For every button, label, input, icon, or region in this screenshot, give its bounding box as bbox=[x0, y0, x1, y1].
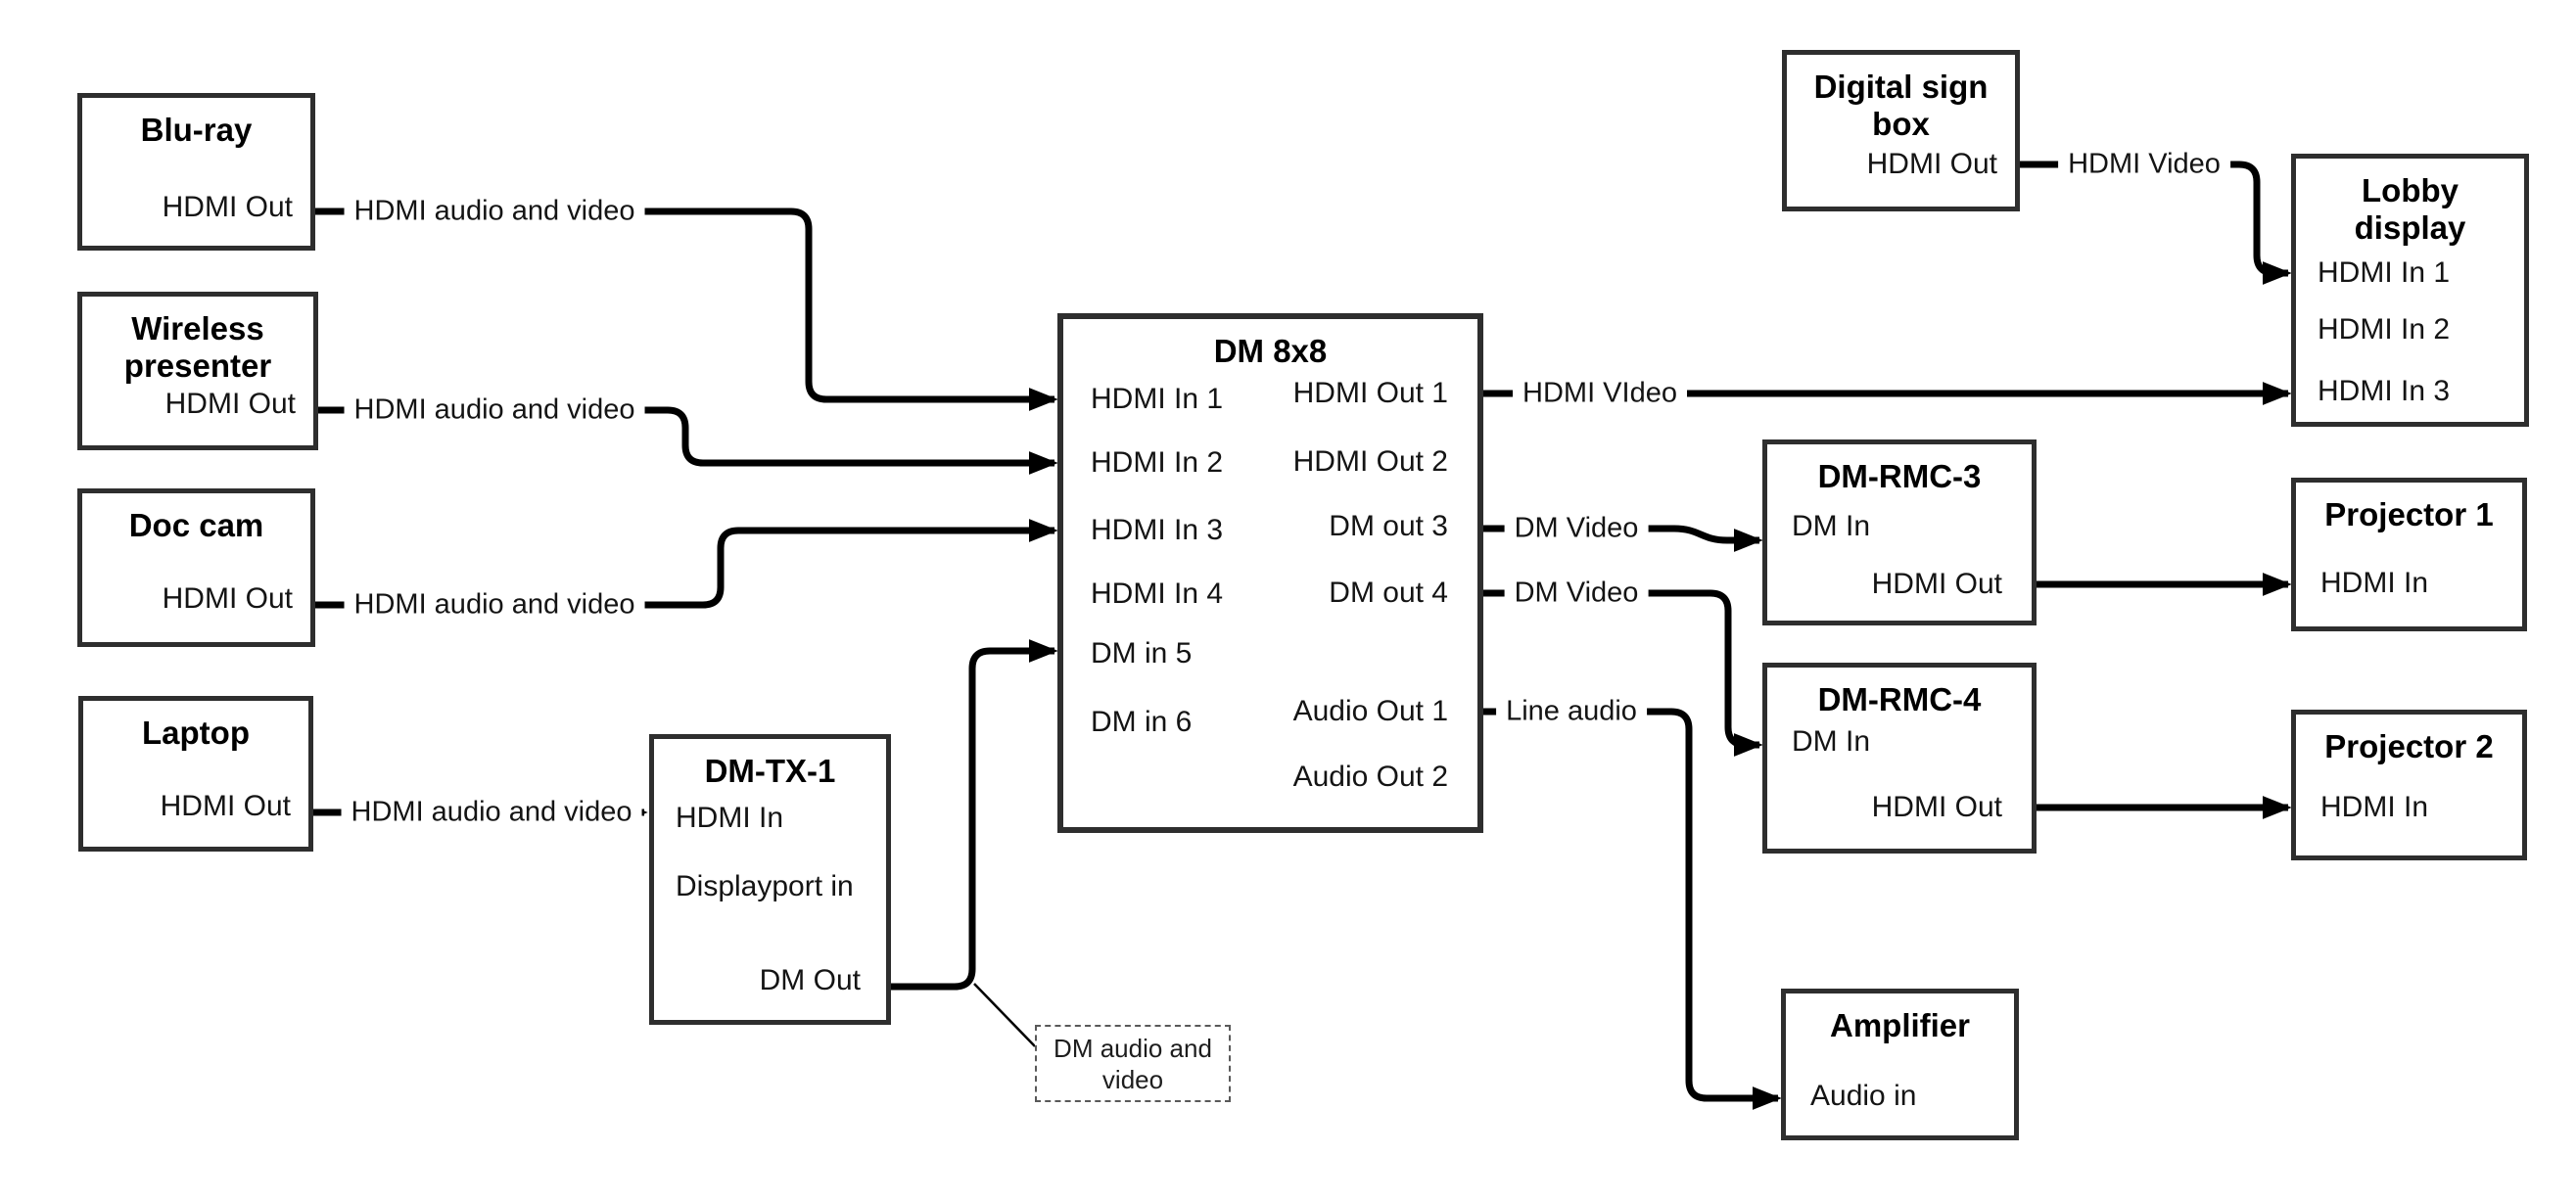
node-title-projector-1: Projector 1 bbox=[2324, 496, 2494, 532]
port-dm-8x8-audio-out-1: Audio Out 1 bbox=[1292, 695, 1448, 727]
connector-label-doccam-to-dm8x8-in3: HDMI audio and video bbox=[344, 588, 645, 622]
node-title-digital-sign-box: Digital sign box bbox=[1813, 69, 1989, 142]
port-dm-8x8-hdmi-in-3: HDMI In 3 bbox=[1091, 514, 1224, 546]
port-dm-rmc-3-dm-in: DM In bbox=[1792, 510, 1871, 542]
node-projector-1: Projector 1 HDMI In bbox=[2291, 478, 2527, 631]
connector-dm8x8-audioout1-to-amp bbox=[1483, 708, 1782, 1110]
port-dm-rmc-4-hdmi-out: HDMI Out bbox=[1871, 791, 2002, 823]
port-dm-8x8-dm-in-6: DM in 6 bbox=[1091, 706, 1193, 738]
node-title-lobby-display: Lobby display bbox=[2354, 172, 2466, 246]
port-dm-8x8-hdmi-in-2: HDMI In 2 bbox=[1091, 446, 1224, 479]
port-laptop-hdmi-out: HDMI Out bbox=[160, 790, 291, 822]
connector-dm8x8-out3-to-rmc3-dmin bbox=[1483, 525, 1763, 552]
connector-label-digitalsign-to-lobby-in1: HDMI Video bbox=[2058, 148, 2230, 181]
port-blu-ray-hdmi-out: HDMI Out bbox=[162, 191, 293, 223]
port-wireless-presenter-hdmi-out: HDMI Out bbox=[164, 388, 296, 420]
node-title-laptop: Laptop bbox=[142, 715, 250, 751]
port-dm-8x8-dm-out-4: DM out 4 bbox=[1329, 577, 1448, 609]
node-dm-rmc-4: DM-RMC-4 DM In HDMI Out bbox=[1762, 663, 2037, 854]
node-title-dm-8x8: DM 8x8 bbox=[1213, 333, 1328, 369]
port-dm-8x8-dm-out-3: DM out 3 bbox=[1329, 510, 1448, 542]
port-amplifier-audio-in: Audio in bbox=[1810, 1080, 1917, 1112]
connector-label-dm8x8-out1-to-lobby-in3: HDMI VIdeo bbox=[1513, 377, 1687, 410]
port-lobby-display-hdmi-in-1: HDMI In 1 bbox=[2318, 256, 2451, 289]
annotation-line-1: video bbox=[1101, 1064, 1164, 1094]
port-projector-2-hdmi-in: HDMI In bbox=[2320, 791, 2429, 823]
port-dm-tx-1-dm-out: DM Out bbox=[759, 964, 861, 996]
port-dm-8x8-hdmi-in-4: HDMI In 4 bbox=[1091, 577, 1224, 610]
node-title-dm-tx-1: DM-TX-1 bbox=[704, 753, 836, 789]
node-title-wireless-presenter: Wireless presenter bbox=[123, 310, 272, 384]
port-lobby-display-hdmi-in-2: HDMI In 2 bbox=[2318, 313, 2451, 346]
connector-bluray-to-dm8x8-in1 bbox=[315, 208, 1058, 411]
node-title-doc-cam: Doc cam bbox=[128, 507, 264, 543]
port-dm-8x8-dm-in-5: DM in 5 bbox=[1091, 637, 1193, 670]
node-title-dm-rmc-3: DM-RMC-3 bbox=[1817, 458, 1982, 494]
connector-label-dm8x8-out4-to-rmc4-dmin: DM Video bbox=[1504, 577, 1649, 610]
node-title-amplifier: Amplifier bbox=[1829, 1007, 1971, 1043]
connector-label-dm8x8-audioout1-to-amp: Line audio bbox=[1496, 695, 1647, 728]
connector-doccam-to-dm8x8-in3 bbox=[315, 519, 1058, 609]
connector-dm8x8-out4-to-rmc4-dmin bbox=[1483, 589, 1763, 757]
annotation-line-0: DM audio and bbox=[1054, 1033, 1212, 1063]
connector-digitalsign-to-lobby-in1 bbox=[2020, 161, 2292, 285]
connector-label-wireless-to-dm8x8-in2: HDMI audio and video bbox=[344, 393, 645, 427]
port-dm-tx-1-hdmi-in: HDMI In bbox=[676, 802, 784, 834]
port-dm-rmc-3-hdmi-out: HDMI Out bbox=[1871, 568, 2002, 600]
port-dm-8x8-audio-out-2: Audio Out 2 bbox=[1292, 761, 1448, 793]
port-dm-8x8-hdmi-out-1: HDMI Out 1 bbox=[1292, 377, 1448, 409]
connector-label-laptop-to-dmtx1-hdmi-in: HDMI audio and video bbox=[341, 796, 642, 829]
port-dm-rmc-4-dm-in: DM In bbox=[1792, 725, 1871, 758]
port-lobby-display-hdmi-in-3: HDMI In 3 bbox=[2318, 375, 2451, 407]
port-digital-sign-box-hdmi-out: HDMI Out bbox=[1866, 148, 1997, 180]
connector-label-bluray-to-dm8x8-in1: HDMI audio and video bbox=[344, 195, 645, 228]
node-projector-2: Projector 2 HDMI In bbox=[2291, 710, 2527, 860]
node-title-blu-ray: Blu-ray bbox=[140, 112, 253, 148]
port-dm-8x8-hdmi-out-2: HDMI Out 2 bbox=[1292, 445, 1448, 478]
connector-wireless-to-dm8x8-in2 bbox=[318, 406, 1058, 475]
connector-label-dm8x8-out3-to-rmc3-dmin: DM Video bbox=[1504, 512, 1649, 545]
node-title-dm-rmc-4: DM-RMC-4 bbox=[1817, 681, 1982, 717]
node-title-projector-2: Projector 2 bbox=[2324, 728, 2494, 764]
annotation-leader-line bbox=[973, 983, 1036, 1047]
port-projector-1-hdmi-in: HDMI In bbox=[2320, 567, 2429, 599]
port-dm-8x8-hdmi-in-1: HDMI In 1 bbox=[1091, 383, 1224, 415]
connector-dmtx1-dmout-to-dm8x8-in5 bbox=[891, 639, 1058, 991]
port-doc-cam-hdmi-out: HDMI Out bbox=[162, 582, 293, 615]
port-dm-tx-1-displayport-in: Displayport in bbox=[676, 870, 854, 902]
